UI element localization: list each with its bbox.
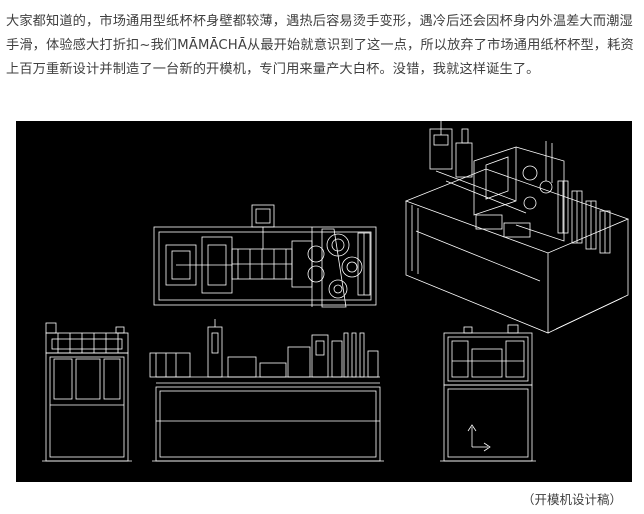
figure-caption: （开模机设计稿）	[521, 492, 622, 507]
machine-design-drawing	[16, 121, 632, 482]
front-view	[149, 319, 384, 462]
article-paragraph: 大家都知道的，市场通用型纸杯杯身壁都较薄，遇热后容易烫手变形，遇冷后还会因杯身内…	[6, 14, 634, 77]
right-side-view	[440, 324, 536, 462]
cad-drawing	[42, 121, 630, 462]
top-view-plan	[153, 204, 377, 308]
isometric-view	[404, 121, 630, 334]
left-side-view	[42, 322, 132, 462]
